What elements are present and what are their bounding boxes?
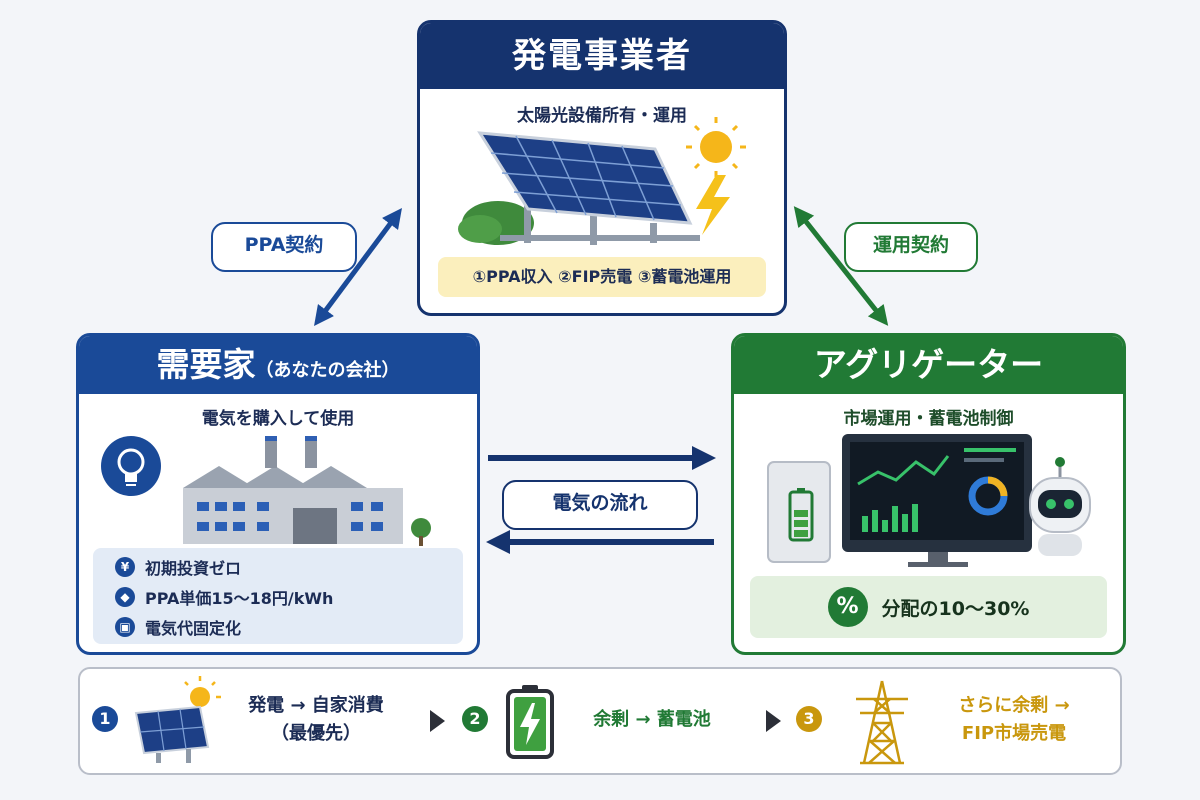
aggregator-title: アグリゲーター xyxy=(734,336,1123,394)
benefit-label: PPA単価15〜18円/kWh xyxy=(145,589,334,608)
lightning-icon xyxy=(696,175,730,235)
ops-contract-arrow xyxy=(793,206,889,326)
lock-icon: ▣ xyxy=(115,617,135,637)
power-tower-icon xyxy=(856,680,908,765)
step-3-number: 3 xyxy=(796,706,822,732)
step-1-line2: （最優先） xyxy=(271,723,361,744)
ppa-contract-arrow xyxy=(314,207,402,327)
lightbulb-icon xyxy=(101,436,161,496)
aggregator-card: アグリゲーター 市場運用・蓄電池制御 xyxy=(731,333,1126,655)
solar-panel-illustration xyxy=(458,117,746,245)
step-2-number: 2 xyxy=(462,706,488,732)
consumer-title: 需要家 xyxy=(156,345,256,384)
consumer-title-row: 需要家（あなたの会社） xyxy=(79,336,477,394)
percent-icon: % xyxy=(827,587,868,627)
benefit-row: ◆ PPA単価15〜18円/kWh xyxy=(93,582,463,612)
ops-contract-label: 運用契約 xyxy=(844,222,978,272)
power-flow-label: 電気の流れ xyxy=(502,480,698,530)
benefit-row: ¥ 初期投資ゼロ xyxy=(93,552,463,582)
benefit-row: ▣ 電気代固定化 xyxy=(93,612,463,642)
producer-benefits: ①PPA収入 ②FIP売電 ③蓄電池運用 xyxy=(438,257,766,297)
monitor-dashboard-icon xyxy=(842,434,1032,567)
step-1-number: 1 xyxy=(92,706,118,732)
factory-illustration xyxy=(101,436,431,546)
producer-title: 発電事業者 xyxy=(420,23,784,89)
benefit-label: 電気代固定化 xyxy=(145,619,242,638)
step-1-line1: 発電 → 自家消費 xyxy=(248,695,384,716)
step-3-text: さらに余剰 → FIP市場売電 xyxy=(924,692,1104,748)
step-3-line1: さらに余剰 → xyxy=(958,695,1070,716)
producer-subtitle: 太陽光設備所有・運用 xyxy=(517,106,687,126)
chevron-right-icon xyxy=(430,710,445,732)
step-2-text: 余剰 → 蓄電池 xyxy=(593,709,711,730)
benefit-label: 初期投資ゼロ xyxy=(145,559,242,578)
sun-icon xyxy=(686,117,746,177)
share-box: % 分配の10〜30% xyxy=(750,576,1107,638)
step-3-line2: FIP市場売電 xyxy=(961,723,1067,744)
ppa-contract-label: PPA契約 xyxy=(211,222,357,272)
solar-panel-sun-icon xyxy=(134,676,221,763)
aggregator-subtitle: 市場運用・蓄電池制御 xyxy=(843,409,1014,429)
battery-unit-icon xyxy=(767,461,831,563)
producer-card: 発電事業者 太陽光設備所有・運用 ①PPA収入 ②FIP売電 ③蓄電池運用 xyxy=(417,20,787,316)
robot-icon xyxy=(1029,457,1091,556)
battery-charging-icon xyxy=(506,685,554,759)
consumer-benefits-box: ¥ 初期投資ゼロ ◆ PPA単価15〜18円/kWh ▣ 電気代固定化 xyxy=(93,548,463,644)
chevron-right-icon xyxy=(766,710,781,732)
consumer-title-suffix: （あなたの会社） xyxy=(255,360,400,381)
price-tag-icon: ◆ xyxy=(115,587,135,607)
share-text: 分配の10〜30% xyxy=(881,597,1030,620)
yen-icon: ¥ xyxy=(115,557,135,577)
consumer-card: 需要家（あなたの会社） 電気を購入して使用 ¥ 初期投資ゼロ xyxy=(76,333,480,655)
step-1-text: 発電 → 自家消費 （最優先） xyxy=(228,692,404,748)
priority-steps: 1 発電 → 自家消費 （最優先） 2 余剰 → 蓄電池 3 xyxy=(78,667,1122,775)
control-system-illustration xyxy=(767,434,1091,567)
consumer-subtitle: 電気を購入して使用 xyxy=(201,409,355,429)
